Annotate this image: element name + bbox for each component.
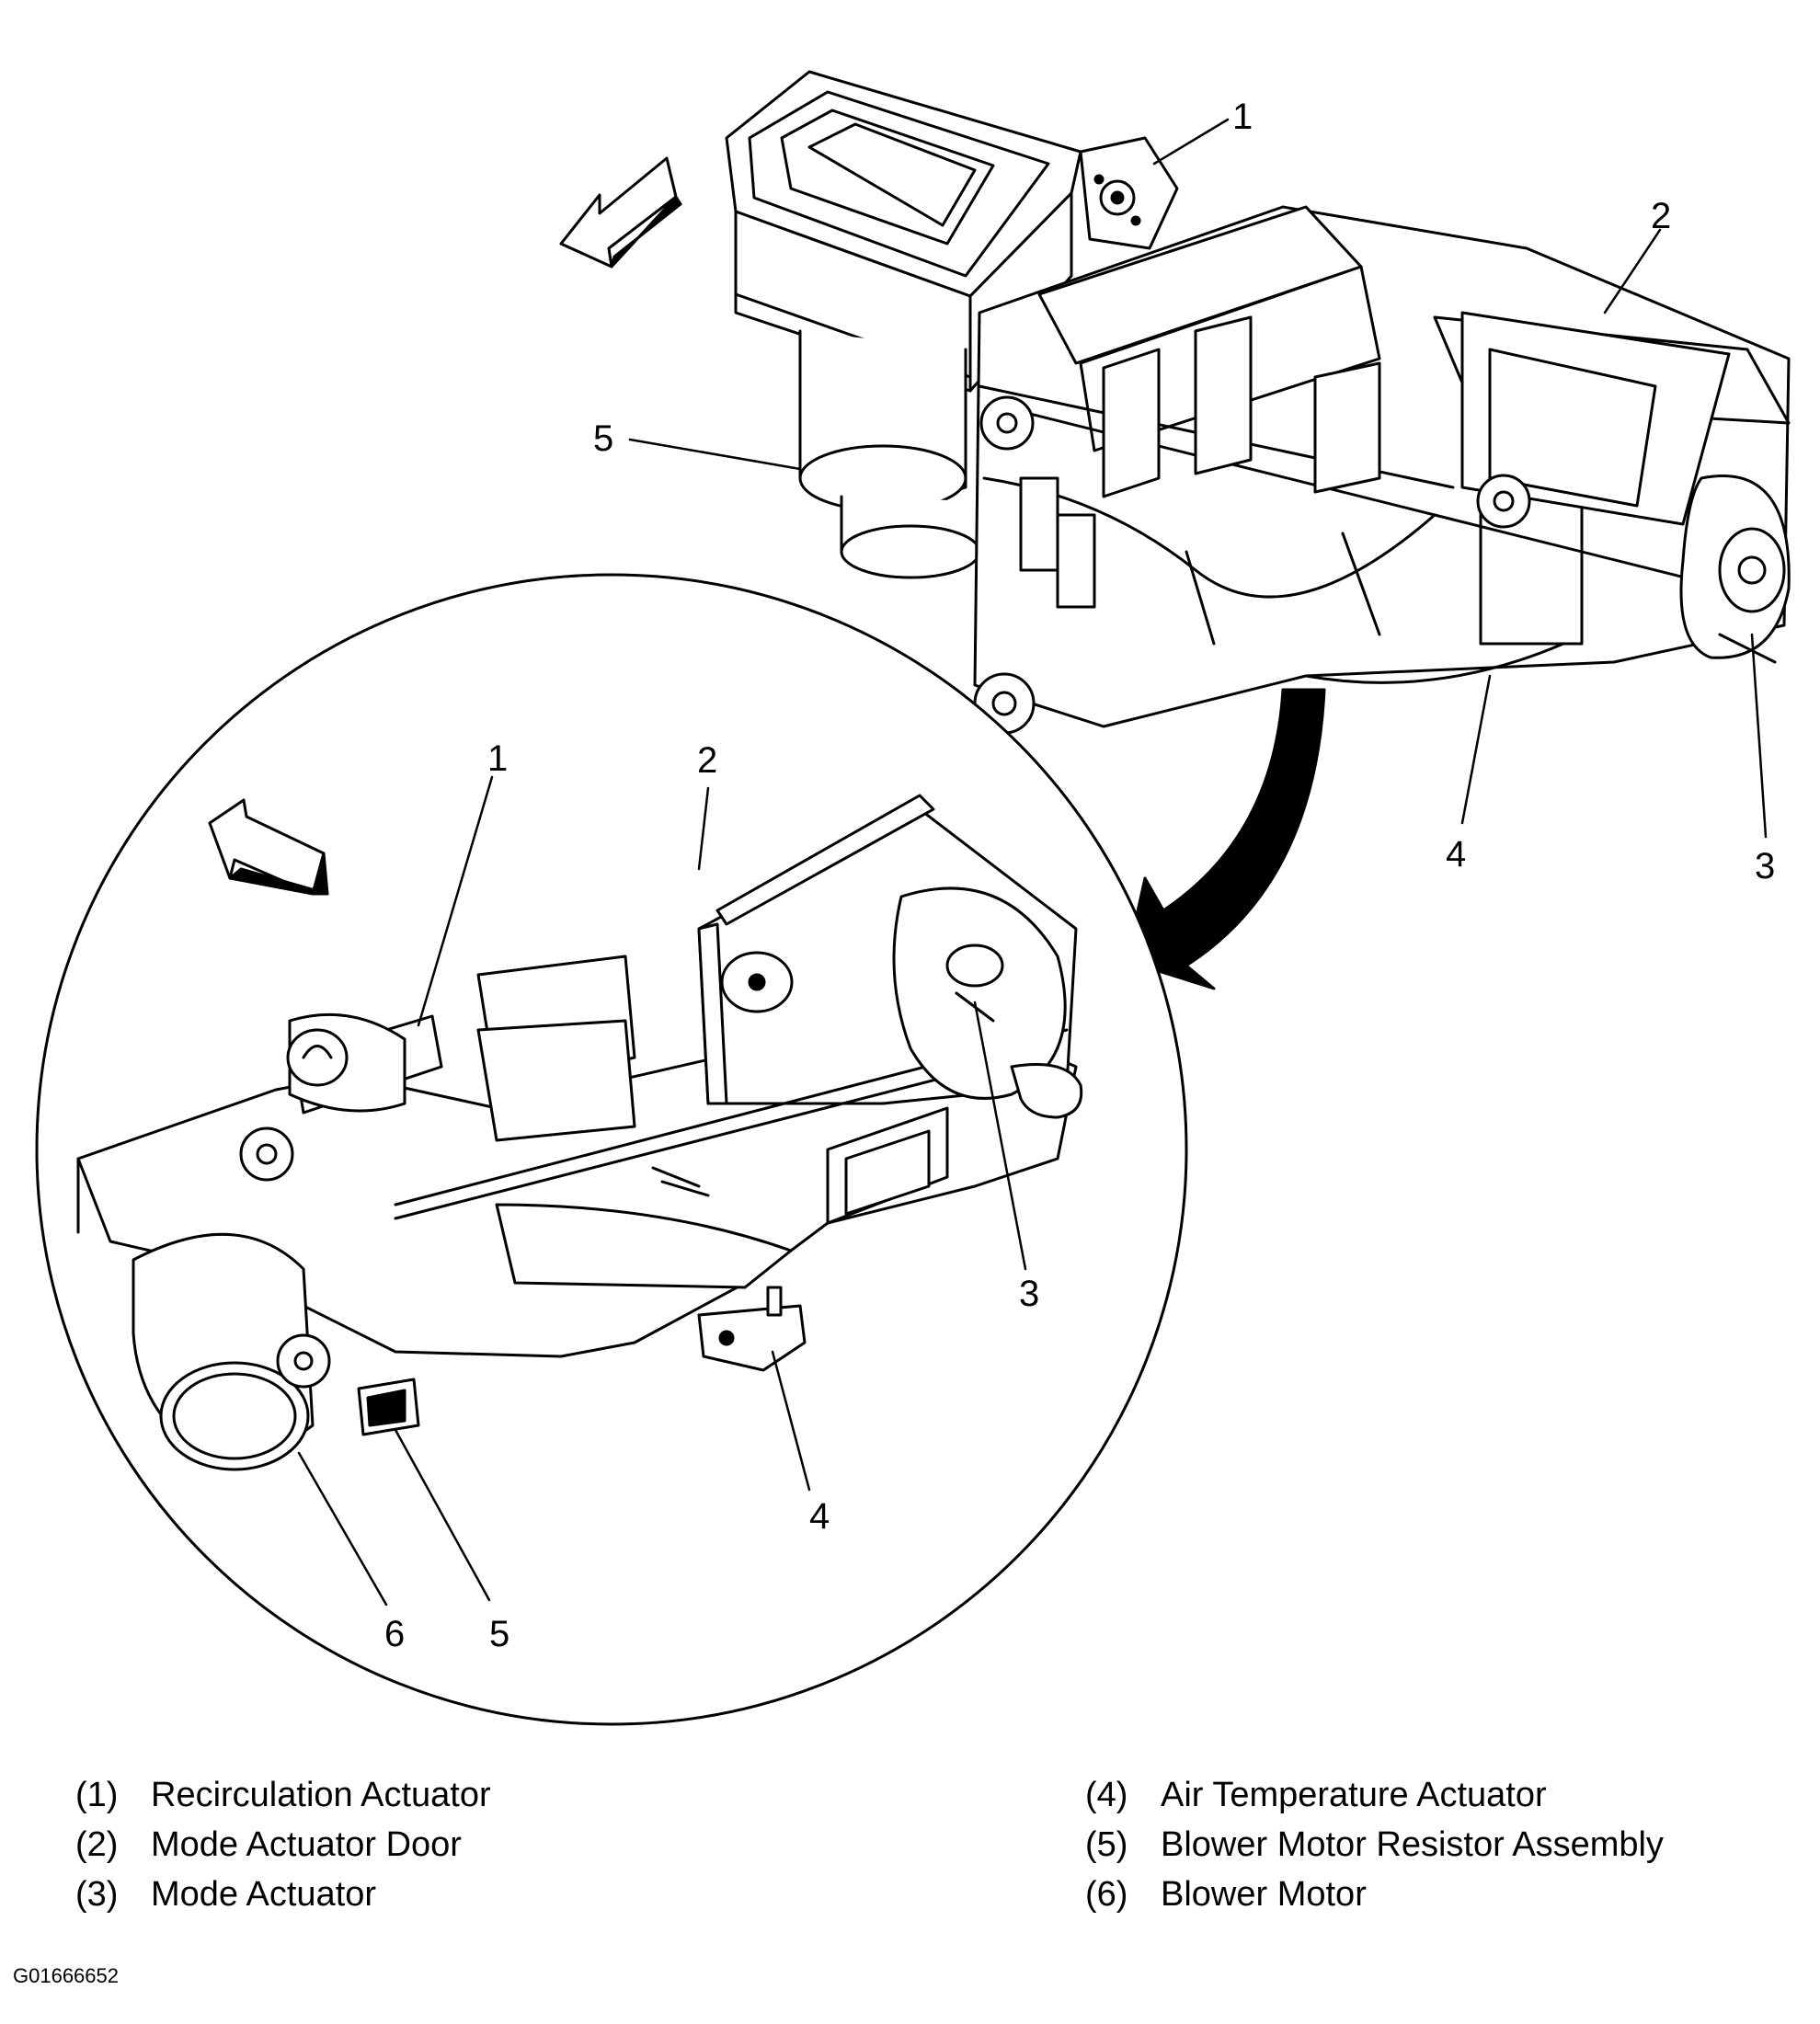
legend-number: (6) [1085,1875,1128,1914]
mode-door-scroll-inset [892,886,1083,1119]
inset-view [35,573,1188,1726]
legend-number: (5) [1085,1825,1128,1864]
blower-motor-top [798,329,981,579]
direction-arrow-top [559,156,682,269]
callout-inset-6: 6 [384,1614,405,1654]
legend-label: Blower Motor Resistor Assembly [1161,1825,1664,1864]
hvac-module-illustration: 1 2 3 4 5 1 2 3 4 5 6 [35,70,1791,1726]
mode-actuator-inset [720,951,995,1023]
callout-top-1: 1 [1232,97,1253,137]
top-assembly-view [559,70,1791,839]
recirculation-actuator-inset [239,1012,406,1182]
legend-number: (4) [1085,1776,1128,1814]
legend-item-5: (5) Blower Motor Resistor Assembly [1085,1820,1664,1870]
legend-number: (1) [75,1776,119,1814]
legend-label: Recirculation Actuator [151,1776,491,1814]
blower-resistor-inset [357,1378,420,1436]
legend-item-6: (6) Blower Motor [1085,1870,1664,1919]
curved-pointer-arrow [1125,688,1326,990]
callout-top-2: 2 [1651,196,1671,236]
figure-code: G01666652 [13,1964,119,1987]
mode-actuator-top [1679,475,1791,664]
callout-top-5: 5 [593,418,613,459]
blower-motor-inset [132,1232,331,1471]
callout-inset-2: 2 [697,740,717,781]
legend-left: (1) Recirculation Actuator (2) Mode Actu… [75,1770,491,1919]
callout-top-3: 3 [1755,846,1775,886]
legend-label: Blower Motor [1161,1875,1367,1914]
callout-inset-4: 4 [809,1496,830,1537]
recirculation-actuator-top [1079,136,1179,250]
callout-inset-1: 1 [487,738,508,779]
legend-label: Mode Actuator Door [151,1825,462,1864]
legend-item-3: (3) Mode Actuator [75,1870,491,1919]
callout-leaders-inset [297,775,1027,1607]
air-temp-actuator-inset [697,1286,807,1372]
legend-item-1: (1) Recirculation Actuator [75,1770,491,1820]
legend-right: (4) Air Temperature Actuator (5) Blower … [1085,1770,1664,1919]
callout-inset-5: 5 [489,1614,509,1654]
main-case-top [973,205,1791,728]
legend-item-2: (2) Mode Actuator Door [75,1820,491,1870]
legend-number: (3) [75,1875,119,1914]
callout-inset-3: 3 [1019,1274,1039,1314]
direction-arrow-inset [208,798,329,896]
legend-item-4: (4) Air Temperature Actuator [1085,1770,1664,1820]
callout-leaders-top [628,118,1768,839]
callout-top-4: 4 [1446,834,1466,875]
legend-number: (2) [75,1825,119,1864]
legend-label: Air Temperature Actuator [1161,1776,1547,1814]
legend-label: Mode Actuator [151,1875,377,1914]
